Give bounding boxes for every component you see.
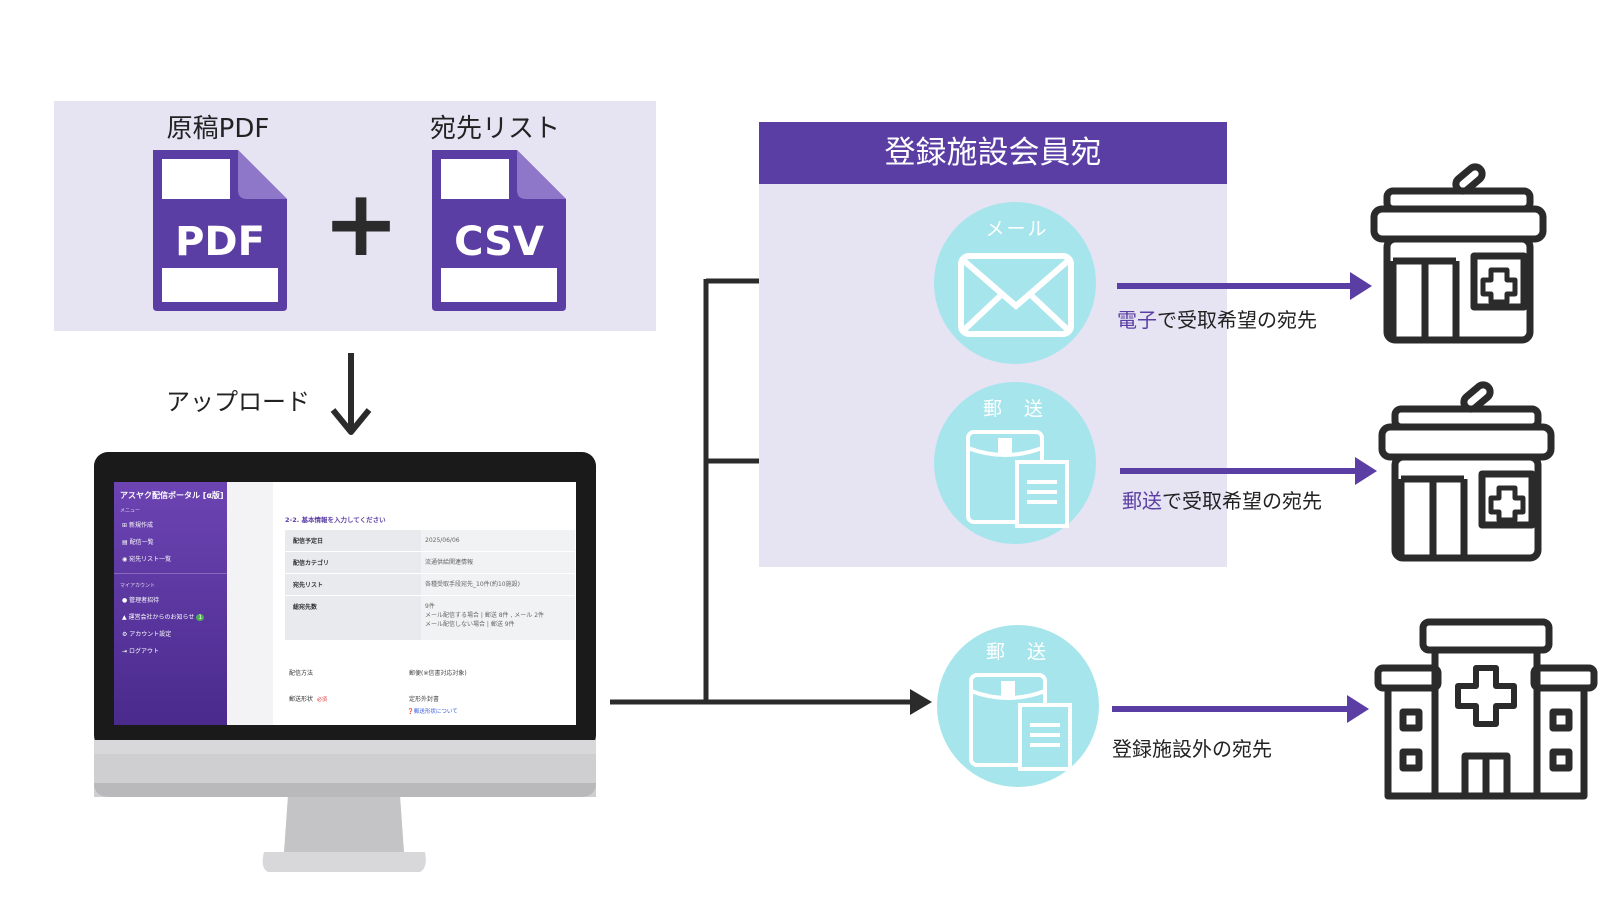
total-detail-post: メール配信しない場合 | 郵送 9件	[425, 621, 515, 628]
outside-destination-label: 登録施設外の宛先	[1112, 737, 1272, 761]
total-count: 9件	[425, 603, 435, 610]
menu-heading: メニュー	[120, 508, 141, 514]
outside-post-label: 郵 送	[985, 641, 1055, 663]
portal-brand: アスヤク配信ポータル [α版]	[120, 491, 224, 500]
row-value: 2025/06/06	[421, 530, 575, 551]
upload-label: アップロード	[166, 388, 310, 416]
post-accent: 郵送	[1122, 489, 1162, 513]
hospital-icon	[1374, 618, 1598, 800]
table-row: 配信カテゴリ 流通供給関連情報	[285, 552, 575, 574]
post-channel	[934, 382, 1096, 544]
outside-destination-arrow	[1112, 695, 1369, 723]
link-text: 郵送形状について	[413, 709, 458, 715]
shipping-form-field[interactable]: 郵送形状必須 定形外封書	[285, 694, 575, 703]
sidebar-item-deliveries[interactable]: ▤ 配信一覧	[122, 539, 154, 546]
account-heading: マイアカウント	[120, 583, 156, 589]
email-channel-label: メール	[985, 218, 1049, 240]
row-key: 配信カテゴリ	[293, 560, 330, 567]
notice-badge: 1	[196, 614, 205, 621]
parcel-document-icon	[966, 430, 1069, 528]
sidebar-item-label: アカウント設定	[129, 631, 172, 638]
portal-stepper	[227, 482, 273, 725]
portal-sidebar: アスヤク配信ポータル [α版] メニュー ⊞ 新規作成 ▤ 配信一覧 ◉ 宛先リ…	[114, 482, 227, 725]
row-key: 総宛先数	[293, 604, 318, 611]
plus-sign: +	[322, 170, 399, 277]
sidebar-item-settings[interactable]: ⚙ アカウント設定	[122, 631, 172, 638]
field-value: 郵便(※信書対応対象)	[409, 670, 467, 677]
required-badge: 必須	[317, 697, 328, 703]
field-label: 郵送形状	[289, 696, 314, 703]
row-key: 配信予定日	[293, 538, 324, 545]
address-list-label: 宛先リスト	[429, 114, 560, 144]
upload-arrow	[330, 353, 372, 435]
sidebar-item-notices[interactable]: ▲ 運営会社からのお知らせ 1	[122, 614, 205, 621]
envelope-icon	[958, 253, 1074, 337]
row-key: 宛先リスト	[293, 582, 324, 589]
field-label: 配信方法	[289, 670, 314, 677]
row-value: 各種受取手段宛先_10件(約10施設)	[421, 574, 575, 595]
manuscript-pdf-label: 原稿PDF	[166, 114, 270, 144]
pdf-file-icon: PDF	[153, 150, 287, 311]
parcel-document-icon	[969, 673, 1072, 771]
post-rest: で受取希望の宛先	[1162, 489, 1322, 513]
portal-screenshot: アスヤク配信ポータル [α版] メニュー ⊞ 新規作成 ▤ 配信一覧 ◉ 宛先リ…	[114, 482, 576, 725]
summary-table: 配信予定日 2025/06/06 配信カテゴリ 流通供給関連情報 宛先リスト 各種受取…	[285, 530, 575, 641]
step-title: 2-2. 基本情報を入力してください	[285, 516, 386, 524]
email-rest: で受取希望の宛先	[1157, 308, 1317, 332]
post-destination-label: 郵送で受取希望の宛先	[1122, 485, 1322, 514]
sidebar-item-label: 宛先リスト一覧	[129, 556, 172, 563]
table-row: 配信予定日 2025/06/06	[285, 530, 575, 552]
shipping-help-link[interactable]: ❓郵送形状について	[407, 709, 458, 715]
email-accent: 電子	[1117, 308, 1157, 332]
field-value: 定形外封書	[409, 696, 440, 703]
csv-icon-text: CSV	[454, 219, 544, 265]
row-value: 9件メール配信する場合 | 郵送 8件 , メール 2件メール配信しない場合 |…	[421, 596, 575, 640]
total-detail-email: メール配信する場合 | 郵送 8件 , メール 2件	[425, 612, 545, 619]
table-row: 宛先リスト 各種受取手段宛先_10件(約10施設)	[285, 574, 575, 596]
email-channel	[934, 202, 1096, 364]
sidebar-item-label: 新規作成	[128, 522, 153, 529]
sidebar-item-label: 管理者招待	[129, 597, 160, 604]
sidebar-item-label: 配信一覧	[129, 539, 154, 546]
outside-post-channel	[937, 625, 1099, 787]
post-channel-label: 郵 送	[982, 398, 1052, 420]
sidebar-item-label: 運営会社からのお知らせ	[128, 614, 195, 621]
pharmacy-icon	[1370, 163, 1547, 344]
portal-main: 2-2. 基本情報を入力してください 配信予定日 2025/06/06 配信カテゴ…	[227, 482, 576, 725]
sidebar-item-new[interactable]: ⊞ 新規作成	[122, 522, 153, 529]
sidebar-item-invite[interactable]: ● 管理者招待	[122, 597, 160, 604]
email-destination-label: 電子で受取希望の宛先	[1117, 304, 1317, 333]
row-value: 流通供給関連情報	[421, 552, 575, 573]
sidebar-item-lists[interactable]: ◉ 宛先リスト一覧	[122, 556, 172, 563]
table-row: 総宛先数 9件メール配信する場合 | 郵送 8件 , メール 2件メール配信しない…	[285, 596, 575, 641]
email-destination-arrow	[1117, 272, 1372, 300]
pdf-icon-text: PDF	[175, 219, 265, 265]
csv-file-icon: CSV	[432, 150, 566, 311]
member-group-title: 登録施設会員宛	[759, 122, 1227, 184]
sidebar-item-logout[interactable]: ⇥ ログアウト	[122, 648, 159, 655]
pharmacy-icon	[1378, 381, 1555, 562]
delivery-method-field[interactable]: 配信方法 郵便(※信書対応対象)	[285, 668, 575, 677]
post-destination-arrow	[1120, 457, 1377, 485]
sidebar-item-label: ログアウト	[128, 648, 159, 655]
